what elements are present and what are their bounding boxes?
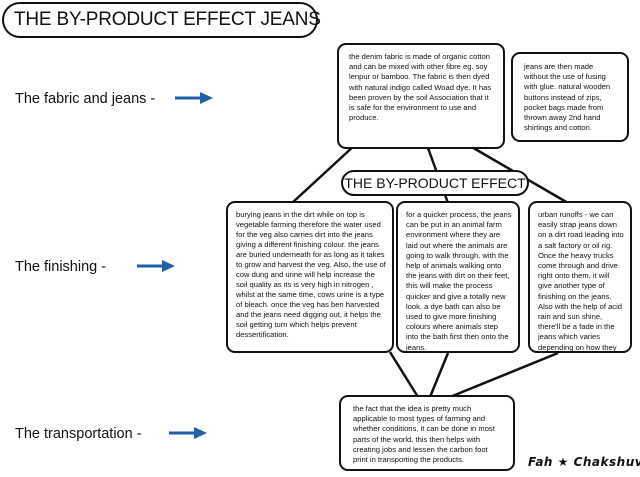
connector-burying-to-transport: [388, 351, 420, 398]
transportation-description-box: the fact that the idea is pretty much ap…: [339, 395, 515, 471]
quicker-process-description-box: for a quicker process, the jeans can be …: [396, 201, 520, 353]
arrow-right-icon: [175, 92, 213, 104]
row-label-finishing: The finishing -: [15, 259, 107, 275]
urban-runoffs-description-box: urban runoffs - we can easily strap jean…: [528, 201, 632, 353]
connector-fabric-to-burying: [291, 144, 356, 204]
jeans-made-description-box: jeans are then made without the use of f…: [511, 52, 629, 142]
arrow-right-icon: [169, 427, 207, 439]
burying-description-box: burying jeans in the dirt while on top i…: [226, 201, 394, 353]
row-label-transportation: The transportation -: [15, 426, 142, 442]
by-product-effect-title: THE BY-PRODUCT EFFECT: [341, 170, 529, 196]
connector-urban-to-transport: [449, 351, 559, 399]
arrow-right-icon: [137, 260, 175, 272]
row-label-fabric: The fabric and jeans -: [15, 91, 156, 107]
connector-quicker-to-transport: [428, 352, 450, 398]
page-title: THE BY-PRODUCT EFFECT JEANS: [2, 2, 321, 38]
fabric-description-box: the denim fabric is made of organic cott…: [337, 43, 505, 149]
author-signature: Fah ★ Chakshuvej: [528, 455, 640, 469]
